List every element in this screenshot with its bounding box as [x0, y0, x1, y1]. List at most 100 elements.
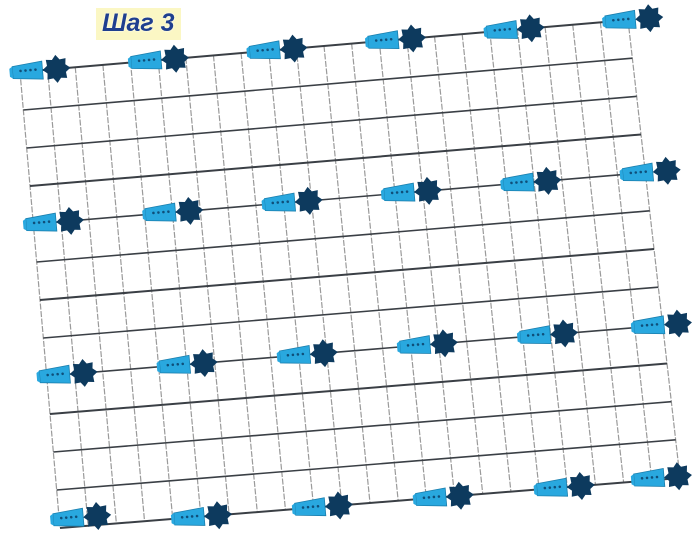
clip-tail	[483, 26, 488, 39]
clip-body	[279, 344, 312, 364]
clip-dot	[655, 323, 659, 326]
clip-dot	[46, 373, 49, 377]
spacer-clip-icon	[630, 462, 692, 491]
horizontal-bar	[53, 400, 672, 453]
clip-dot	[422, 496, 426, 500]
clip-dot	[427, 496, 431, 499]
clip-star	[652, 156, 681, 185]
clip-dot	[400, 190, 404, 194]
clip-star	[189, 349, 218, 378]
clip-dot	[32, 221, 36, 225]
spacer-clip-icon	[291, 491, 353, 520]
spacer-clip-icon	[246, 34, 308, 63]
clip-dot	[558, 485, 562, 489]
clip-dot	[152, 211, 155, 215]
clip-body	[485, 20, 518, 39]
clip-dot	[634, 171, 638, 174]
clip-body	[633, 468, 666, 487]
clip-dot	[395, 191, 399, 194]
clip-dot	[525, 180, 528, 183]
clip-star	[664, 309, 692, 338]
clip-dot	[379, 38, 383, 42]
clip-dot	[508, 27, 512, 31]
clip-tail	[516, 331, 521, 344]
clip-dot	[261, 48, 264, 52]
main-rod	[49, 362, 668, 415]
clip-dot	[536, 333, 540, 336]
clip-star	[664, 462, 692, 491]
clip-dot	[411, 343, 415, 347]
main-rod	[39, 248, 655, 301]
clip-dot	[167, 210, 170, 213]
clip-dot	[301, 352, 305, 356]
clip-dot	[34, 68, 37, 71]
clip-dot	[69, 515, 73, 519]
clip-dot	[180, 516, 184, 519]
clip-star	[309, 339, 338, 368]
spacer-clip-icon	[396, 329, 458, 358]
clip-dot	[432, 495, 436, 499]
clip-star	[204, 501, 233, 530]
clip-star	[533, 166, 562, 195]
spacer-clip-icon	[619, 156, 681, 185]
clip-dot	[24, 69, 27, 72]
clip-dot	[639, 170, 643, 174]
clip-star	[83, 502, 112, 530]
clip-dot	[286, 353, 290, 357]
clip-dot	[152, 58, 156, 61]
clip-dot	[437, 495, 441, 498]
clip-dot	[47, 220, 51, 223]
spacer-clip-icon	[483, 14, 545, 43]
clip-star	[175, 196, 204, 225]
spacer-clip-icon	[9, 54, 71, 83]
clip-dot	[286, 200, 290, 203]
clip-dot	[526, 334, 530, 337]
spacer-clip-icon	[500, 166, 562, 195]
clip-tail	[412, 493, 417, 506]
clip-body	[38, 364, 71, 384]
clip-dot	[390, 191, 394, 195]
spacer-clip-icon	[516, 319, 579, 348]
clip-dot	[405, 190, 409, 193]
clip-tail	[156, 360, 161, 373]
clip-dot	[56, 372, 59, 376]
clip-dot	[406, 344, 410, 347]
clip-tail	[380, 188, 385, 201]
spacer-clip-icon	[380, 176, 443, 205]
clip-body	[263, 192, 296, 212]
spacer-clip-icon	[630, 309, 692, 338]
spacer-clip-icon	[276, 339, 338, 368]
clip-dot	[195, 514, 199, 518]
clip-tail	[142, 208, 147, 221]
clip-dot	[74, 515, 78, 519]
clip-dot	[629, 171, 633, 175]
spacer-clip-icon	[36, 359, 98, 387]
clip-star	[69, 359, 98, 387]
step-title: Шаг 3	[96, 8, 181, 40]
clip-dot	[548, 486, 552, 489]
clip-tail	[246, 46, 251, 59]
clip-dot	[644, 170, 648, 173]
clip-dot	[645, 323, 649, 327]
horizontal-bar	[43, 286, 659, 339]
clip-dot	[626, 17, 630, 21]
clip-dot	[640, 324, 644, 327]
spacer-clip-icon	[533, 472, 595, 500]
clip-star	[566, 472, 595, 500]
clip-dot	[137, 59, 141, 63]
clip-star	[414, 176, 443, 205]
clip-dot	[185, 515, 189, 519]
clip-dot	[650, 323, 654, 327]
spacer-clip-icon	[364, 24, 427, 53]
clip-body	[519, 325, 552, 345]
clip-dot	[640, 477, 644, 480]
clip-body	[25, 212, 58, 232]
clip-dot	[296, 353, 300, 356]
clip-dot	[59, 516, 63, 520]
spacer-clips	[9, 4, 692, 530]
clip-star	[550, 319, 579, 348]
clip-body	[604, 9, 637, 29]
clip-dot	[612, 18, 615, 22]
clip-dot	[510, 181, 513, 185]
